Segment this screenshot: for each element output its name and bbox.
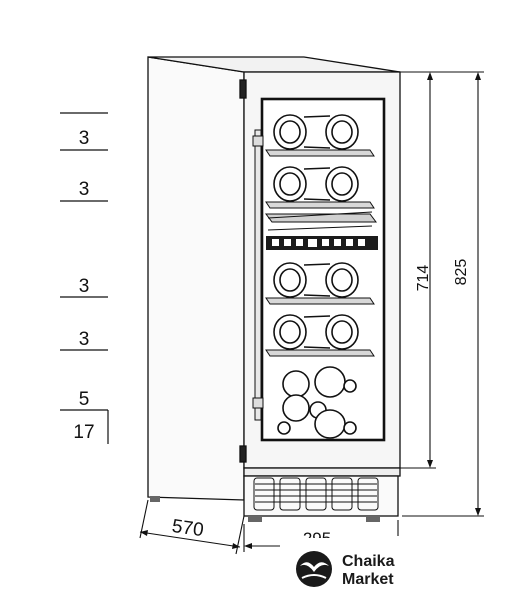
bottle bbox=[314, 409, 346, 439]
grille-slot bbox=[253, 477, 275, 511]
control-button bbox=[358, 239, 365, 246]
bottle-row-1 bbox=[273, 114, 359, 150]
ventilation-grille bbox=[253, 477, 379, 511]
bottle bbox=[273, 166, 307, 202]
capacity-list bbox=[60, 112, 109, 444]
shelf-count-3: 3 bbox=[79, 276, 90, 297]
shelf bbox=[265, 201, 375, 209]
bottle-row-2 bbox=[273, 166, 359, 202]
brand-name-line1: Chaika bbox=[342, 553, 395, 570]
bottle bbox=[273, 314, 307, 350]
dim-label-total-height: 825 bbox=[453, 259, 470, 286]
bottles bbox=[273, 114, 359, 439]
total-bottle-count: 17 bbox=[73, 422, 94, 443]
bottle-neck bbox=[343, 421, 357, 435]
bottle bbox=[282, 394, 310, 422]
grille-slot bbox=[357, 477, 379, 511]
bottle-row-bottom bbox=[277, 366, 357, 439]
control-button bbox=[272, 239, 279, 246]
hinge-top bbox=[239, 79, 247, 99]
grille-slot bbox=[305, 477, 327, 511]
shelf bbox=[265, 149, 375, 157]
temperature-display bbox=[308, 239, 317, 247]
control-button bbox=[334, 239, 341, 246]
bottle-row-3 bbox=[273, 262, 359, 298]
bottle bbox=[325, 166, 359, 202]
dim-line-570 bbox=[139, 531, 241, 548]
control-button bbox=[296, 239, 303, 246]
bottle bbox=[325, 262, 359, 298]
control-button bbox=[322, 239, 329, 246]
shelf-count-2: 3 bbox=[79, 179, 90, 200]
grille-slot bbox=[279, 477, 301, 511]
hinge-bottom bbox=[239, 445, 247, 463]
shelf-count-4: 3 bbox=[79, 329, 90, 350]
bottle bbox=[314, 366, 346, 398]
base-strip bbox=[243, 467, 401, 477]
bottle-neck bbox=[343, 379, 357, 393]
brand-name-line2: Market bbox=[342, 571, 394, 588]
control-button bbox=[346, 239, 353, 246]
handle-cap-bottom bbox=[252, 397, 264, 409]
bottle bbox=[273, 114, 307, 150]
bottle bbox=[273, 262, 307, 298]
zone-divider bbox=[265, 211, 377, 231]
shelf bbox=[265, 349, 375, 357]
brand-watermark: Chaika Market bbox=[280, 538, 430, 588]
foot bbox=[366, 516, 380, 522]
shelf bbox=[265, 297, 375, 305]
bottle bbox=[282, 370, 310, 398]
foot bbox=[248, 516, 262, 522]
bottle bbox=[325, 114, 359, 150]
handle-cap-top bbox=[252, 135, 264, 147]
shelf-count-1: 3 bbox=[79, 128, 90, 149]
bottle-row-4 bbox=[273, 314, 359, 350]
bottle-neck bbox=[277, 421, 291, 435]
dim-extension bbox=[235, 515, 245, 555]
foot bbox=[150, 496, 160, 502]
grille-slot bbox=[331, 477, 353, 511]
shelf-count-5: 5 bbox=[79, 389, 90, 410]
door-handle bbox=[254, 129, 262, 421]
dim-label-depth: 570 bbox=[171, 516, 205, 541]
bottle bbox=[325, 314, 359, 350]
shelves bbox=[265, 149, 375, 357]
control-panel bbox=[266, 236, 378, 250]
control-button bbox=[284, 239, 291, 246]
dim-label-inner-height: 714 bbox=[415, 265, 432, 292]
cabinet-side-panel bbox=[147, 56, 245, 501]
